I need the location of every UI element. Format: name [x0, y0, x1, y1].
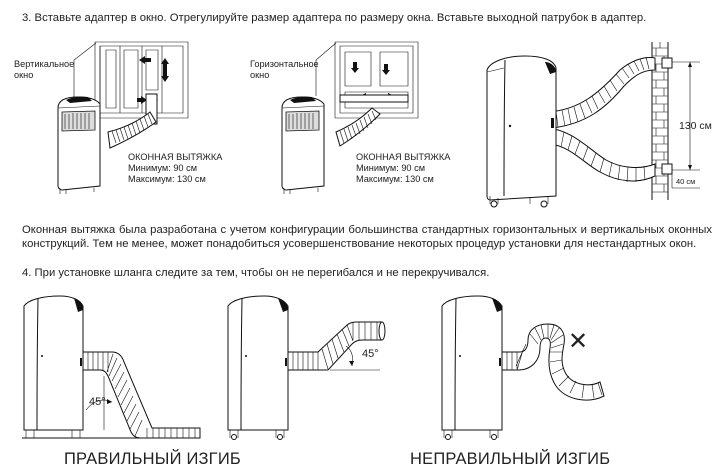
fig1-window-label-line2: окно — [14, 70, 34, 80]
fig3-outlet-caps — [661, 57, 673, 175]
fig1-vertical-window-diagram — [57, 41, 189, 194]
wrong-mark-icon: ✕ — [568, 328, 589, 355]
bend2-diagram — [227, 295, 386, 440]
bend2-hose — [287, 321, 386, 371]
caption-correct-bend: ПРАВИЛЬНЫЙ ИЗГИБ — [64, 450, 241, 468]
fig2-exhaust-title: ОКОННАЯ ВЫТЯЖКА — [356, 152, 451, 162]
fig2-exhaust-hose — [335, 107, 381, 147]
fig2-window-adapter — [339, 94, 409, 103]
bend1-hose — [82, 351, 201, 439]
fig2-horizontal-window-diagram — [281, 41, 419, 194]
bend2-angle-label: 45° — [362, 348, 379, 360]
fig2-ac-unit — [281, 96, 325, 194]
bend1-diagram — [22, 295, 201, 439]
fig3-exhaust-hose-lower — [547, 127, 656, 183]
fig1-min-size: Минимум: 90 см — [128, 163, 198, 173]
fig2-min-size: Минимум: 90 см — [356, 163, 426, 173]
bend1-ac-unit — [23, 295, 84, 438]
fig3-height-label: 130 см — [679, 120, 712, 132]
fig3-dimension-lines — [670, 61, 700, 189]
fig3-ac-unit — [486, 55, 557, 208]
fig1-window-frame — [73, 41, 189, 119]
fig2-max-size: Максимум: 130 см — [356, 174, 434, 184]
bend3-diagram — [441, 295, 605, 440]
bend2-angle-marker — [330, 345, 380, 371]
step3-instruction: 3. Вставьте адаптер в окно. Отрегулируйт… — [22, 12, 647, 24]
bend3-ac-unit — [441, 295, 503, 440]
fig3-wall-mount-diagram — [486, 42, 700, 208]
fig2-window-label-line1: Горизонтальное — [250, 59, 319, 69]
bend3-kinked-hose — [501, 323, 605, 401]
fig1-exhaust-title: ОКОННАЯ ВЫТЯЖКА — [128, 152, 223, 162]
fig1-exhaust-hose — [107, 111, 157, 149]
fig3-gap-label: 40 см — [676, 177, 696, 186]
bend1-angle-marker — [85, 376, 113, 430]
fig2-adjust-arrows — [351, 62, 394, 99]
fig1-window-label-line1: Вертикальное — [14, 59, 75, 69]
bend1-angle-label: 45° — [89, 396, 106, 408]
fig2-window-frame — [315, 41, 419, 119]
fig3-exhaust-hose-upper — [547, 56, 656, 129]
bend2-ac-unit — [227, 295, 289, 440]
caption-wrong-bend: НЕПРАВИЛЬНЫЙ ИЗГИБ — [410, 450, 611, 468]
step4-instruction: 4. При установке шланга следите за тем, … — [22, 267, 490, 279]
adapter-paragraph: Оконная вытяжка была разработана с учето… — [22, 224, 712, 250]
fig1-max-size: Максимум: 130 см — [128, 174, 206, 184]
fig1-ac-unit — [57, 96, 101, 194]
fig2-window-label-line2: окно — [250, 70, 270, 80]
